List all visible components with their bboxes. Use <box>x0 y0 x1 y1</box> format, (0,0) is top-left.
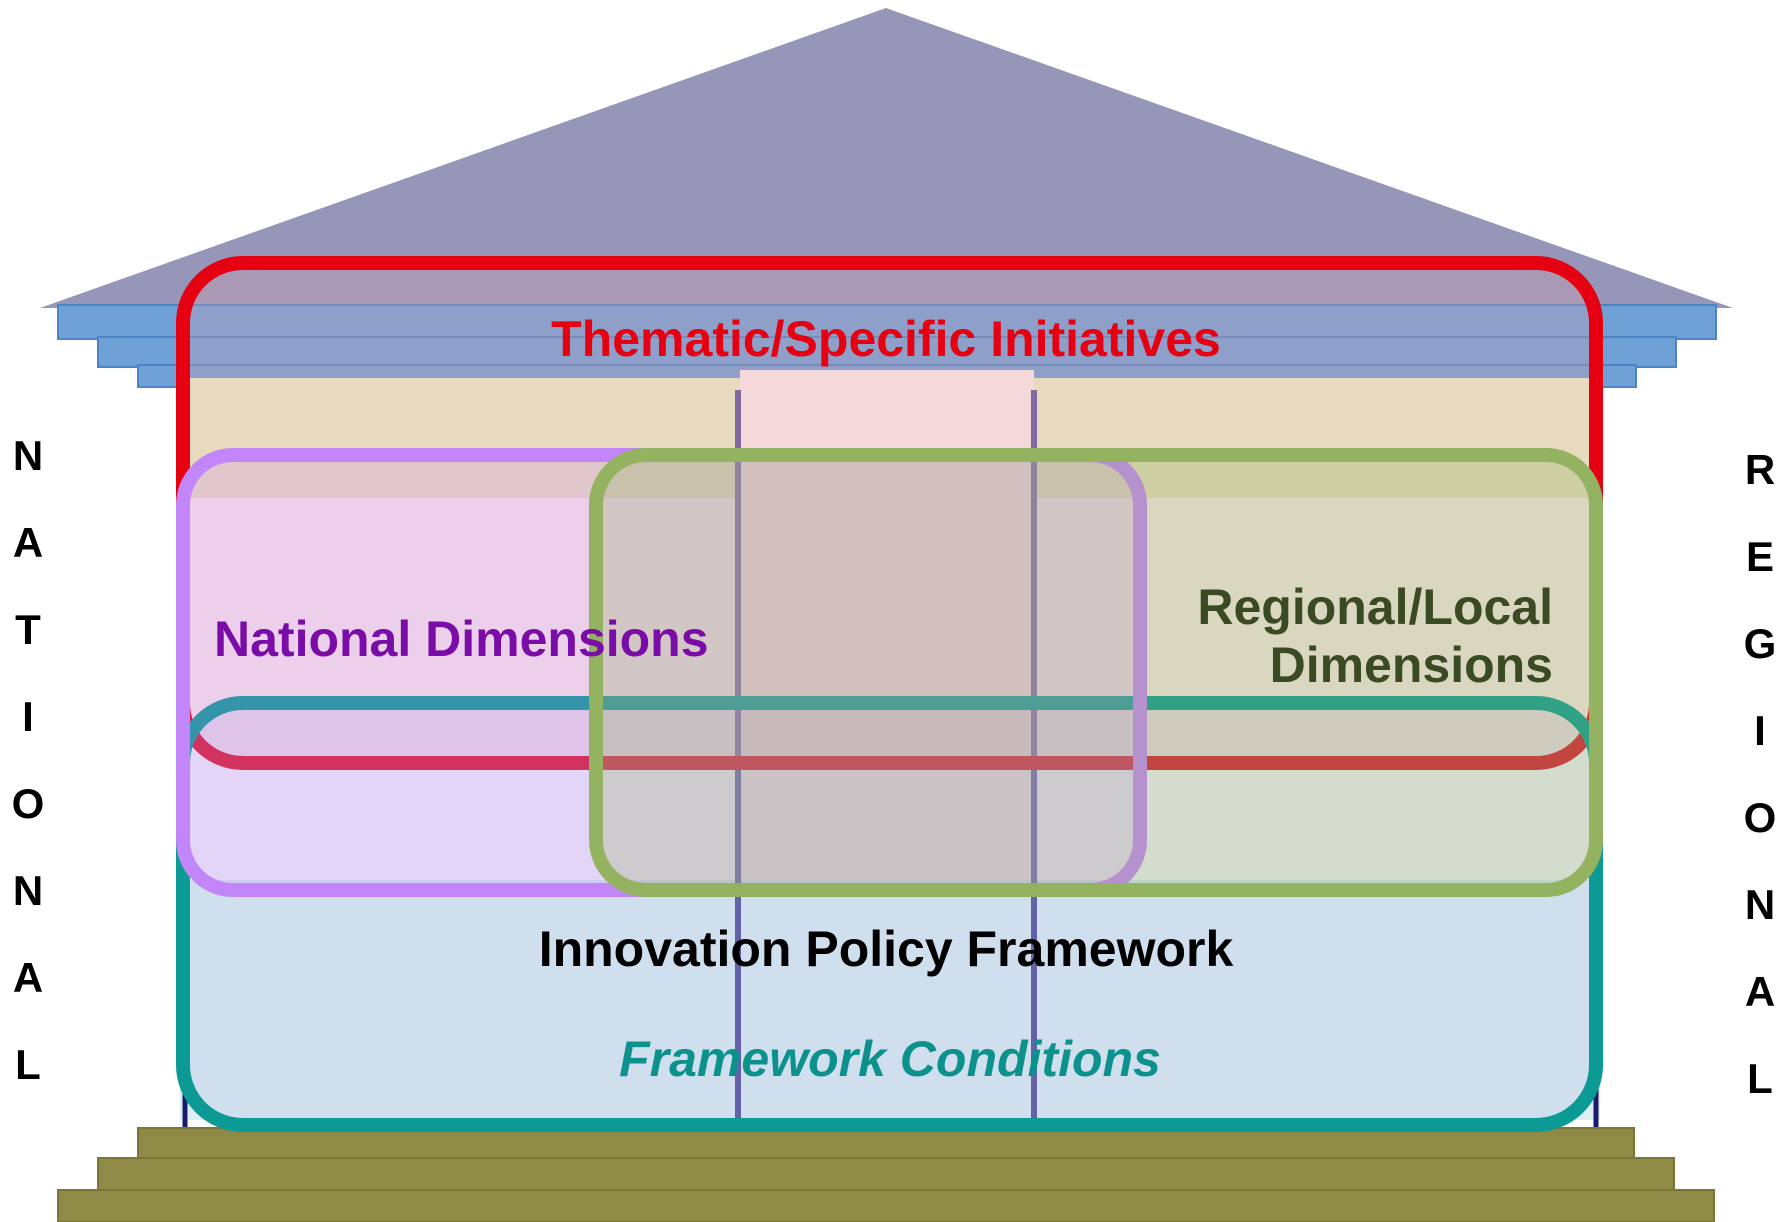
national-side-letter: T <box>15 606 41 653</box>
step-bottom <box>57 1189 1715 1222</box>
regional-side-letter: E <box>1746 533 1774 580</box>
national-side-letter: N <box>13 867 43 914</box>
roof <box>40 8 1733 308</box>
national-side-letter: I <box>22 693 34 740</box>
framework-region <box>176 696 1603 1132</box>
framework-conditions-label: Framework Conditions <box>619 1031 1161 1087</box>
regional-dimensions-label-line2: Dimensions <box>1270 637 1553 693</box>
regional-side-letter: R <box>1745 446 1775 493</box>
regional-side-letter: I <box>1754 707 1766 754</box>
step-top <box>137 1127 1635 1161</box>
regional-side-letter: N <box>1745 881 1775 928</box>
national-dimensions-label: National Dimensions <box>214 611 709 667</box>
framework-wall <box>180 880 1600 1120</box>
regional-side-label: R E G I O N A L <box>1744 446 1777 1102</box>
innovation-policy-label: Innovation Policy Framework <box>539 921 1234 977</box>
national-side-letter: N <box>13 432 43 479</box>
eave-tier-2 <box>97 336 1677 368</box>
national-side-letter: A <box>13 519 43 566</box>
regional-side-letter: A <box>1745 968 1775 1015</box>
regional-side-letter: O <box>1744 794 1777 841</box>
national-side-letter: O <box>12 780 45 827</box>
regional-dimensions-label-line1: Regional/Local <box>1197 579 1553 635</box>
step-middle <box>97 1157 1675 1193</box>
national-side-letter: L <box>15 1041 41 1088</box>
regional-side-letter: G <box>1744 620 1777 667</box>
regional-region <box>589 448 1603 897</box>
national-side-letter: A <box>13 954 43 1001</box>
national-side-label: N A T I O N A L <box>12 432 45 1088</box>
thematic-label: Thematic/Specific Initiatives <box>551 311 1221 367</box>
regional-side-letter: L <box>1747 1055 1773 1102</box>
